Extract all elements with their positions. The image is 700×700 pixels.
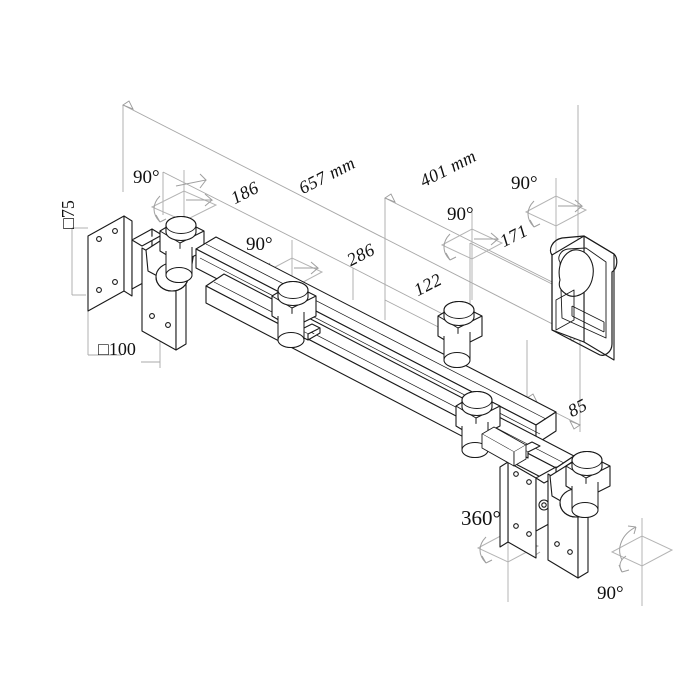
label-swivel-right-joint: 90° [447,204,474,225]
tilt-bottom-head-icon [610,518,674,606]
left-vesa-plate [87,215,133,312]
label-rotate-monitor-full: 360° [461,506,501,530]
label-tilt-right-head: 90° [511,173,538,194]
bottom-link-arm [481,426,527,467]
label-tilt-left-head: 90° [133,167,160,188]
tilt-right-head-icon [524,178,588,266]
label-vesa-100: □100 [98,339,136,359]
tilt-left-head-icon [150,170,218,262]
right-wall-bracket [549,235,618,361]
right-center-pivot-head [437,300,483,369]
swivel-right-joint-icon [440,212,504,300]
label-vesa-75: □75 [58,200,78,229]
label-tilt-bottom-head: 90° [597,583,624,604]
bottom-vesa-plate-rear [499,461,537,559]
upper-arm-beam [195,236,557,445]
label-swivel-mid-joint: 90° [246,234,273,255]
bottom-monitor-pivot-head [565,450,611,519]
